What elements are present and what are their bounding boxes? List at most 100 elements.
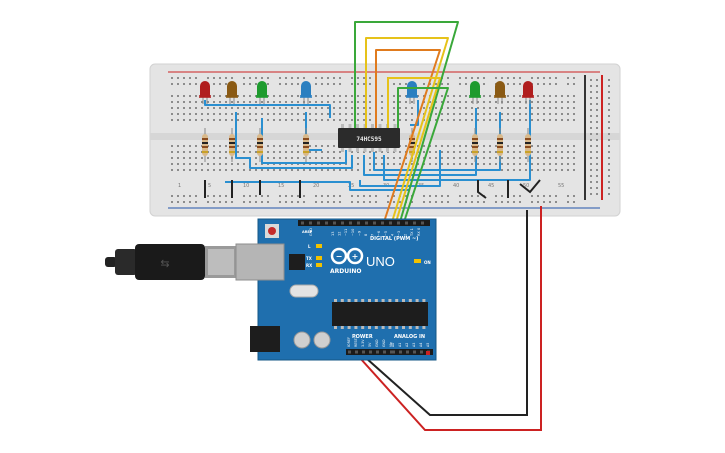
usb-chip — [289, 254, 305, 270]
power-pin-label: GND — [382, 339, 386, 347]
power-jack — [250, 326, 280, 352]
led[interactable] — [469, 81, 481, 104]
ground-jumpers — [204, 179, 541, 199]
analog-pin-label: A4 — [419, 343, 423, 347]
capacitor — [293, 331, 311, 349]
col-num: 10 — [243, 183, 249, 189]
digital-pin-label: ~11 — [344, 229, 348, 236]
wire-led-1 — [204, 100, 331, 118]
digital-pin-label: 2 — [404, 234, 408, 236]
crystal — [289, 284, 319, 298]
led[interactable] — [522, 81, 534, 104]
col-num: 15 — [278, 183, 284, 189]
col-num: 45 — [488, 183, 494, 189]
wire-green-2 — [397, 87, 449, 223]
wire-orange — [375, 49, 441, 223]
digital-pin-label: RX 0 — [417, 228, 421, 236]
wire-chip-gnd — [359, 150, 441, 187]
analog-pin-label: A3 — [412, 343, 416, 347]
col-num: 5 — [208, 183, 211, 189]
analog-pin-label: A0 — [391, 343, 395, 347]
analog-label: ANALOG IN — [394, 334, 425, 340]
digital-label: DIGITAL (PWM ~) — [370, 236, 418, 242]
col-num: 1 — [178, 183, 181, 189]
wire-led-2 — [235, 112, 353, 169]
analog-pin-label: A2 — [405, 343, 409, 347]
power-wires — [359, 206, 542, 431]
analog-pin-label: A1 — [398, 343, 402, 347]
led[interactable] — [256, 81, 268, 104]
wire-yellow-2 — [387, 77, 441, 223]
digital-header — [298, 220, 430, 226]
aref-label: AREF — [302, 230, 313, 234]
resistor[interactable] — [229, 128, 235, 162]
power-label: POWER — [352, 334, 373, 340]
resistor[interactable] — [202, 128, 208, 162]
rx-label: RX — [306, 263, 312, 268]
digital-pin-label: ~10 — [351, 229, 355, 236]
resistor[interactable] — [525, 128, 531, 162]
digital-pin-label: ~6 — [377, 231, 381, 236]
wire-led-8 — [225, 181, 410, 191]
resistor[interactable] — [472, 128, 478, 162]
power-pin-label: GND — [375, 339, 379, 347]
analog-header — [388, 349, 433, 355]
usb-cable: ⇆ — [105, 244, 237, 280]
on-label: ON — [424, 260, 431, 265]
leds — [199, 81, 534, 104]
model-label: UNO — [366, 254, 395, 269]
microcontroller — [332, 302, 428, 326]
chip-label: 74HC595 — [356, 136, 382, 143]
capacitor — [313, 331, 331, 349]
wire-5v-red — [359, 206, 542, 431]
digital-pin-label: 8 — [364, 234, 368, 236]
led[interactable] — [199, 81, 211, 104]
col-num: 20 — [313, 183, 319, 189]
digital-pin-label: ~5 — [384, 231, 388, 236]
led[interactable] — [494, 81, 506, 104]
shift-register-chip[interactable]: 74HC595 — [338, 124, 400, 152]
resistor[interactable] — [257, 128, 263, 162]
digital-pin-label: 12 — [338, 232, 342, 236]
led[interactable] — [300, 81, 312, 104]
power-pin-label: RESET — [354, 335, 358, 347]
brand-label: ARDUINO — [330, 268, 361, 275]
breadboard-holes — [171, 77, 610, 203]
power-pin-label: 3.3V — [361, 339, 365, 347]
digital-pin-label: ~9 — [357, 231, 361, 236]
svg-text:+: + — [352, 252, 359, 261]
col-num: 55 — [558, 183, 564, 189]
power-pin-label: IOREF — [347, 337, 351, 347]
usb-port — [235, 243, 285, 281]
arduino-logo: − + — [330, 247, 364, 265]
gnd-label: GND — [309, 228, 313, 236]
resistor[interactable] — [303, 128, 309, 162]
resistors — [202, 128, 531, 162]
col-num: 40 — [453, 183, 459, 189]
digital-pin-label: 7 — [371, 234, 375, 236]
l-label: L — [308, 244, 311, 249]
svg-text:−: − — [336, 252, 343, 261]
signal-wires — [354, 21, 459, 223]
wire-green — [354, 21, 459, 223]
digital-pin-label: 4 — [390, 233, 394, 236]
tx-label: TX — [306, 256, 312, 261]
wire-qa — [410, 100, 419, 126]
col-num: 25 — [348, 183, 354, 189]
digital-pin-label: ~3 — [397, 231, 401, 236]
power-pin-label: Vin — [389, 342, 393, 347]
led[interactable] — [226, 81, 238, 104]
wire-yellow — [365, 37, 449, 223]
power-pin-label: 5V — [368, 342, 372, 347]
wire-gnd-black — [365, 210, 528, 416]
usb-icon: ⇆ — [160, 257, 169, 270]
resistor[interactable] — [497, 128, 503, 162]
col-num: 50 — [523, 183, 529, 189]
digital-pin-label: 13 — [331, 232, 335, 236]
analog-pin-label: A5 — [426, 343, 430, 347]
digital-pin-label: TX 1 — [410, 228, 414, 237]
